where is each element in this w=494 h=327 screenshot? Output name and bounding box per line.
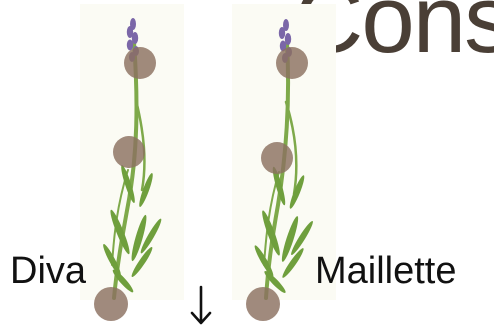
diva-stem: [112, 42, 144, 298]
variety-label-diva: Diva: [10, 252, 86, 290]
maillette-middle-marker: [261, 142, 293, 174]
diva-top-marker: [124, 47, 156, 79]
maillette-base-marker: [246, 287, 280, 321]
diva-base-marker: [94, 287, 128, 321]
maillette-leaves: [252, 166, 315, 295]
down-arrow-icon: [186, 283, 216, 327]
diva-middle-marker: [113, 136, 145, 168]
variety-label-maillette: Maillette: [315, 252, 457, 290]
maillette-top-marker: [276, 47, 308, 79]
diva-lavender-sprig: [72, 0, 192, 315]
